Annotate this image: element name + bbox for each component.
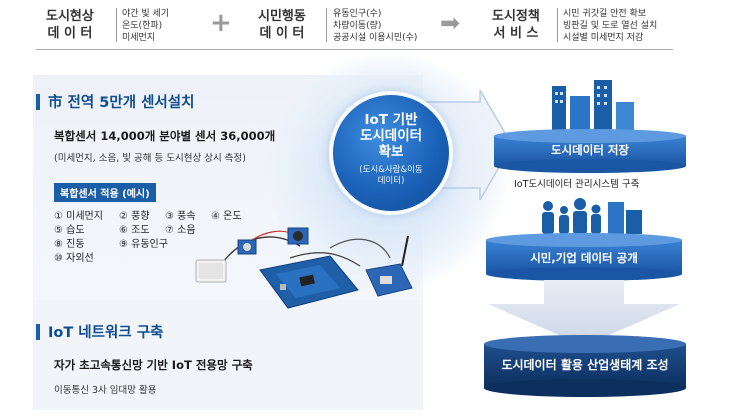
step2-items: 유동인구(수) 차량이동(량) 공공시설 이용시민(수) (333, 9, 418, 43)
sensor-example-tag: 복합센서 적용 (예시) (54, 183, 156, 202)
sensor-count-line: 복합센서 14,000개 분야별 센서 36,000개 (54, 129, 276, 143)
sensor-description: (미세먼지, 소음, 빛 공해 등 도시현상 상시 측정) (54, 153, 246, 164)
sensor-item: ③ 풍속 (165, 211, 196, 222)
open-data-label: 시민,기업 데이터 공개 (530, 251, 638, 265)
people-icon (542, 198, 642, 234)
sensor-item: ⑤ 습도 (54, 225, 85, 236)
sensor-item: ⑨ 유동인구 (119, 239, 168, 250)
sensor-item: ④ 온도 (211, 211, 242, 222)
top-flow-divider (36, 49, 673, 50)
storage-cylinder (494, 129, 686, 173)
ecosystem-cylinder (484, 335, 686, 397)
step2-divider (326, 8, 327, 42)
network-line2: 이동통신 3사 임대망 활용 (54, 385, 157, 396)
sensor-heading-bar (36, 94, 40, 110)
sensor-item: ⑩ 자외선 (54, 253, 94, 264)
storage-caption: IoT도시데이터 관리시스템 구축 (514, 179, 640, 190)
plus-icon: + (210, 8, 232, 38)
step1-title: 도시현상 데 이 터 (46, 9, 94, 41)
step1-items: 야간 빛 세기 온도(한파) 미세먼지 (122, 9, 170, 43)
sensor-item: ② 풍향 (119, 211, 150, 222)
step1-divider (116, 8, 117, 42)
network-heading-bar (36, 324, 40, 340)
right-arrow-icon: ➡ (440, 9, 461, 37)
network-heading: IoT 네트워크 구축 (48, 325, 164, 341)
sensor-item: ① 미세먼지 (54, 211, 103, 222)
network-panel (33, 300, 423, 410)
iot-hardware-illustration (195, 227, 413, 309)
sensor-item: ⑧ 진동 (54, 239, 85, 250)
down-arrow-icon (488, 280, 680, 346)
iot-data-circle (333, 95, 449, 211)
center-subtitle: (도시&사람&이동 데이터) (359, 165, 423, 186)
center-title: IoT 기반 도시데이터 확보 (359, 112, 423, 160)
sensor-heading: 市 전역 5만개 센서설치 (48, 95, 195, 111)
network-line1: 자가 초고속통신망 기반 IoT 전용망 구축 (54, 358, 253, 372)
storage-label: 도시데이터 저장 (550, 143, 630, 157)
step3-divider (557, 8, 558, 42)
open-data-cylinder (486, 233, 682, 281)
ecosystem-label: 도시데이터 활용 산업생태계 조성 (501, 358, 669, 372)
step2-title: 시민행동 데 이 터 (258, 9, 306, 41)
sensor-item: ⑦ 소음 (165, 225, 196, 236)
step3-title: 도시정책 서 비 스 (492, 9, 540, 41)
step3-items: 시민 귀갓길 안전 확보 빙판길 및 도로 열선 설치 시설별 미세먼지 저감 (563, 9, 658, 43)
building-icon (552, 80, 634, 132)
sensor-item: ⑥ 조도 (119, 225, 150, 236)
